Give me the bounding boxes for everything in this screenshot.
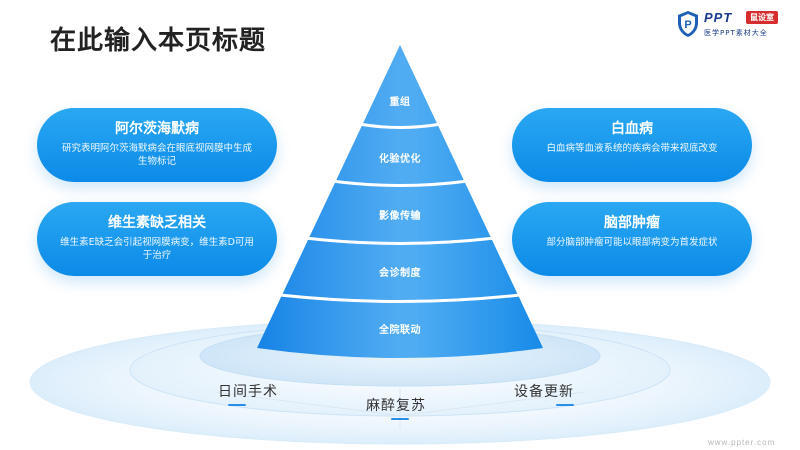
pyramid-separator xyxy=(358,122,442,129)
label-underline xyxy=(228,404,246,406)
bottom-label-day-surgery: 日间手术 xyxy=(218,384,278,400)
logo-subtitle: 医学PPT素材大全 xyxy=(704,29,768,37)
card-brain-tumor: 脑部肿瘤 部分脑部肿瘤可能以眼部病变为首发症状 xyxy=(512,202,752,276)
card-title: 阿尔茨海默病 xyxy=(115,121,199,137)
card-title: 脑部肿瘤 xyxy=(604,215,660,231)
pyramid-separator xyxy=(304,236,496,245)
card-leukemia: 白血病 白血病等血液系统的疾病会带来视底改变 xyxy=(512,108,752,182)
logo-tag: 鼠设室 xyxy=(746,11,778,24)
pyramid-separator xyxy=(331,179,469,187)
card-alzheimers: 阿尔茨海默病 研究表明阿尔茨海默病会在眼底视网膜中生成生物标记 xyxy=(37,108,277,182)
card-title: 白血病 xyxy=(611,121,653,137)
pyramid-separator xyxy=(279,293,521,303)
svg-text:P: P xyxy=(684,19,691,31)
page-title: 在此输入本页标题 xyxy=(50,26,267,56)
pyramid-level-5: 全院联动 xyxy=(379,325,421,336)
card-text: 部分脑部肿瘤可能以眼部病变为首发症状 xyxy=(546,237,718,248)
pyramid-level-4: 会诊制度 xyxy=(379,268,421,279)
card-text: 维生素E缺乏会引起视网膜病变，维生素D可用于治疗 xyxy=(60,237,254,261)
bottom-label-equipment-update: 设备更新 xyxy=(514,384,574,400)
card-text: 白血病等血液系统的疾病会带来视底改变 xyxy=(546,143,718,154)
watermark: www.ppter.com xyxy=(708,438,776,447)
label-underline xyxy=(391,418,409,420)
logo: P PPT 鼠设室 医学PPT素材大全 xyxy=(676,8,794,42)
pyramid-level-3: 影像传输 xyxy=(379,211,421,222)
shield-logo-icon: P xyxy=(678,11,698,37)
label-underline xyxy=(556,404,574,406)
logo-brand: PPT xyxy=(704,10,733,25)
pyramid-level-1: 重组 xyxy=(389,97,411,108)
pyramid-level-2: 化验优化 xyxy=(379,154,421,165)
bottom-label-anesthesia-recovery: 麻醉复苏 xyxy=(366,398,426,414)
card-text: 研究表明阿尔茨海默病会在眼底视网膜中生成生物标记 xyxy=(61,143,252,167)
card-vitamin-deficiency: 维生素缺乏相关 维生素E缺乏会引起视网膜病变，维生素D可用于治疗 xyxy=(37,202,277,276)
card-title: 维生素缺乏相关 xyxy=(108,215,206,231)
